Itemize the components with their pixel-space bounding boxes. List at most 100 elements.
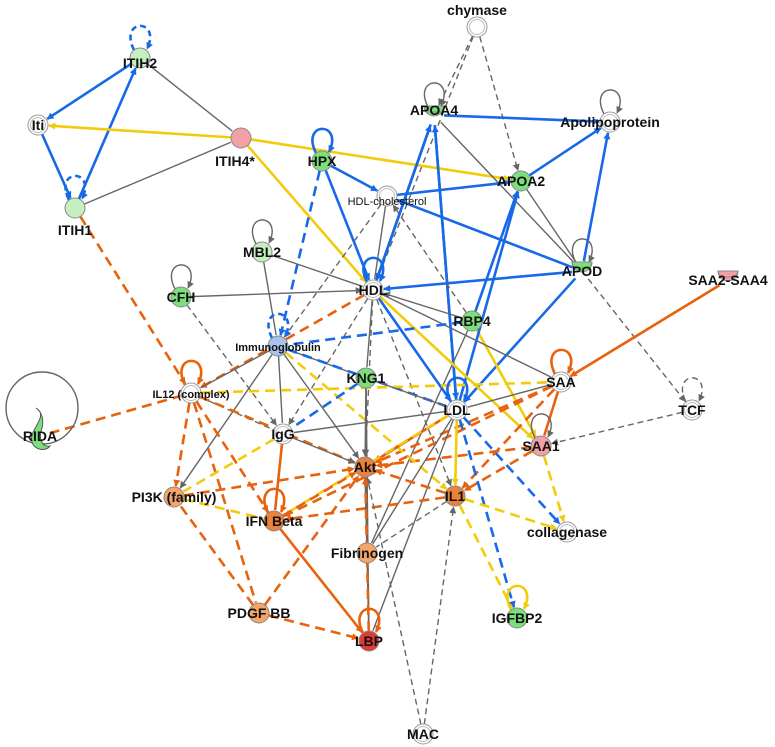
node-itih2[interactable]: ITIH2: [123, 47, 157, 71]
node-label: HDL: [359, 282, 388, 298]
node-igfbp2-shape[interactable]: [506, 607, 528, 629]
node-rida[interactable]: RIDA: [23, 407, 57, 450]
node-kng1-shape[interactable]: [355, 367, 377, 389]
node-fibrinogen-shape[interactable]: [356, 542, 378, 564]
node-label: PDGF BB: [228, 605, 291, 621]
edge-ldl-to-lbp: [372, 419, 455, 631]
node-immuno-shape[interactable]: [267, 335, 289, 357]
edge-rida-to-il12: [49, 394, 181, 435]
node-akt[interactable]: Akt: [354, 456, 377, 478]
node-itih1[interactable]: ITIH1: [58, 197, 92, 238]
node-mbl2-shape[interactable]: [251, 241, 273, 263]
node-rbp4[interactable]: RBP4: [453, 310, 491, 332]
edge-apoa2-to-apod: [526, 188, 577, 263]
node-label: ITIH4*: [215, 153, 255, 169]
node-lbp-shape[interactable]: [358, 630, 380, 652]
node-itih4-shape[interactable]: [230, 127, 252, 149]
node-apod[interactable]: APOD: [562, 261, 602, 279]
node-apoa4[interactable]: APOA4: [410, 102, 458, 118]
edge-hdl-to-igg: [288, 298, 369, 426]
edge-saa-to-saa1: [543, 391, 560, 436]
node-igfbp2[interactable]: IGFBP2: [492, 607, 543, 629]
node-pi3k-shape[interactable]: [163, 486, 185, 508]
node-mac[interactable]: MAC: [407, 723, 439, 745]
node-igg[interactable]: IgG: [271, 423, 295, 445]
self-loop-ifnbeta: [263, 487, 287, 514]
edge-hpx-to-hdl: [324, 169, 371, 281]
edge-immuno-to-pi3k: [179, 353, 273, 489]
node-mbl2[interactable]: MBL2: [243, 241, 281, 263]
edge-immuno-to-akt: [283, 353, 360, 459]
node-hpx-shape[interactable]: [311, 150, 333, 172]
node-label: SAA: [546, 374, 576, 390]
edge-saa-to-ldl: [467, 383, 552, 408]
edge-pi3k-to-ifnbeta: [183, 498, 264, 520]
node-hpx[interactable]: HPX: [308, 150, 337, 172]
node-label: APOA2: [497, 173, 545, 189]
node-rbp4-shape[interactable]: [461, 310, 483, 332]
node-pdgfbb-shape[interactable]: [248, 602, 270, 624]
node-cfh[interactable]: CFH: [167, 286, 196, 308]
edge-ldl-to-apoa4: [431, 125, 458, 401]
node-ifnbeta[interactable]: IFN Beta: [246, 510, 303, 532]
node-hdlchol[interactable]: HDL-cholesterol: [348, 185, 427, 208]
edge-il1-to-ifnbeta: [284, 496, 446, 523]
node-lbp[interactable]: LBP: [355, 630, 383, 652]
edge-immuno-to-il12: [200, 350, 270, 389]
edge-saa1-to-collagenase: [542, 455, 566, 523]
node-saa[interactable]: SAA: [546, 371, 576, 393]
edge-rbp4-to-hdlchol: [392, 204, 467, 314]
node-saa1[interactable]: SAA1: [522, 435, 560, 457]
node-label: RBP4: [453, 313, 491, 329]
node-immuno[interactable]: Immunoglobulin: [235, 335, 321, 357]
edge-rbp4-to-fibrinogen: [370, 329, 469, 544]
edge-ldl-to-il1: [451, 419, 459, 486]
node-kng1[interactable]: KNG1: [347, 367, 386, 389]
node-il1-shape[interactable]: [444, 485, 466, 507]
node-lti[interactable]: Iti: [27, 114, 49, 136]
node-label: LBP: [355, 633, 383, 649]
node-il1[interactable]: IL1: [444, 485, 466, 507]
node-label: KNG1: [347, 370, 386, 386]
node-chymase[interactable]: chymase: [447, 2, 507, 38]
self-loop-apoa4: [423, 82, 447, 108]
node-label: SAA2-SAA4: [688, 272, 768, 288]
node-saa2saa4[interactable]: SAA2-SAA4: [688, 270, 768, 288]
node-apoa2-shape[interactable]: [510, 170, 532, 192]
node-cfh-shape[interactable]: [170, 286, 192, 308]
node-ifnbeta-shape[interactable]: [263, 510, 285, 532]
node-tcf[interactable]: TCF: [678, 399, 706, 421]
edge-itih1-to-il12: [79, 215, 187, 385]
node-label: PI3K (family): [132, 489, 217, 505]
edge-tcf-to-saa1: [551, 411, 683, 446]
node-apoa2[interactable]: APOA2: [497, 170, 545, 192]
edge-apod-to-tcf: [587, 278, 686, 402]
node-label: IFN Beta: [246, 513, 303, 529]
node-collagenase[interactable]: collagenase: [527, 521, 607, 543]
node-fibrinogen[interactable]: Fibrinogen: [331, 542, 403, 564]
self-loop-mbl2: [251, 219, 275, 245]
edge-ifnbeta-to-akt: [281, 471, 357, 518]
edge-itih4-to-lti: [48, 122, 232, 139]
node-akt-shape[interactable]: [354, 456, 376, 478]
node-label: ITIH1: [58, 222, 92, 238]
node-itih1-shape[interactable]: [64, 197, 86, 219]
node-itih4[interactable]: ITIH4*: [215, 127, 255, 169]
node-hdl[interactable]: HDL: [359, 279, 388, 301]
node-rida-shape[interactable]: [31, 407, 52, 450]
node-pdgfbb[interactable]: PDGF BB: [228, 602, 291, 624]
edge-il12-to-igg: [199, 396, 274, 431]
self-loop-apolipoprotein: [599, 89, 623, 115]
node-pi3k[interactable]: PI3K (family): [132, 486, 217, 508]
node-label: collagenase: [527, 524, 607, 540]
node-il12[interactable]: IL12 (complex): [152, 382, 230, 404]
node-apolipoprotein[interactable]: Apolipoprotein: [560, 111, 660, 133]
edge-hpx-to-hdlchol: [330, 164, 378, 192]
node-saa1-shape[interactable]: [530, 435, 552, 457]
node-ldl[interactable]: LDL: [443, 399, 471, 421]
edge-saa-to-ifnbeta: [283, 385, 553, 518]
node-itih2-shape[interactable]: [129, 47, 151, 69]
edge-igg-to-ifnbeta: [273, 443, 284, 511]
node-label: Akt: [354, 459, 377, 475]
